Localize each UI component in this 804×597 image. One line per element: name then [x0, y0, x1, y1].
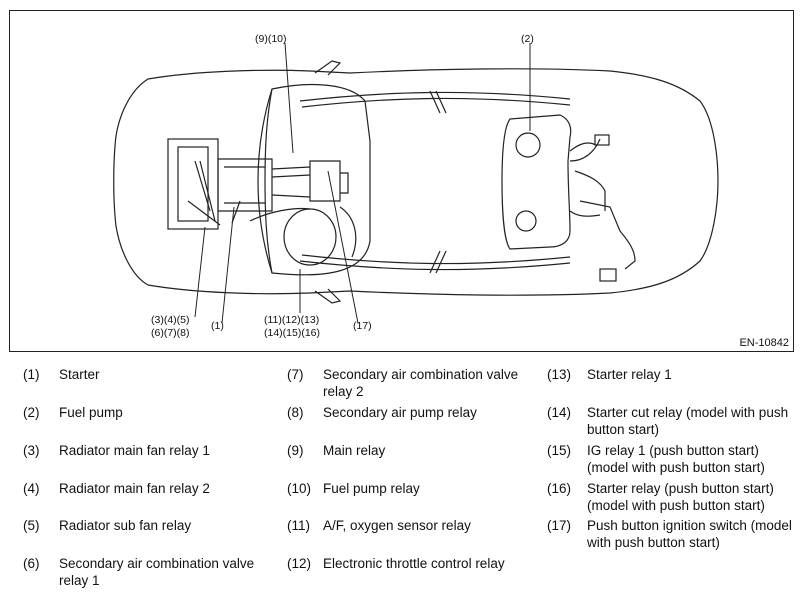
legend-text: Starter: [59, 367, 100, 382]
callout-1: (1): [211, 320, 224, 332]
legend-text: Starter cut relay (model with push butto…: [587, 405, 789, 437]
legend-num: (5): [23, 518, 40, 533]
windshield: [264, 88, 273, 274]
legend-num: (7): [287, 367, 304, 382]
legend-num: (4): [23, 481, 40, 496]
figure-id: EN-10842: [739, 337, 789, 349]
steering-wheel: [283, 208, 337, 266]
legend-text: Starter relay (push button start) (model…: [587, 481, 774, 513]
relay-box: [309, 160, 341, 202]
legend-num: (3): [23, 443, 40, 458]
legend-num: (13): [547, 367, 572, 382]
legend-text: IG relay 1 (push button start) (model wi…: [587, 443, 765, 475]
engine-block: [167, 138, 219, 230]
legend-text: Push button ignition switch (model with …: [587, 518, 792, 550]
legend-num: (2): [23, 405, 40, 420]
callout-14-15-16: (14)(15)(16): [264, 327, 321, 339]
leader-lines: [194, 42, 531, 324]
legend-text: A/F, oxygen sensor relay: [323, 518, 471, 533]
callout-9-10: (9)(10): [255, 33, 287, 45]
legend-text: Starter relay 1: [587, 367, 672, 382]
legend-text: Secondary air combination valve relay 2: [323, 367, 519, 399]
legend-num: (14): [547, 405, 572, 420]
legend-num: (12): [287, 556, 312, 571]
legend-num: (1): [23, 367, 40, 382]
callout-2: (2): [521, 33, 534, 45]
rear-harness: [569, 138, 636, 270]
callout-11-12-13: (11)(12)(13): [264, 314, 320, 326]
legend-num: (11): [287, 518, 311, 533]
legend-num: (6): [23, 556, 40, 571]
legend-text: Secondary air pump relay: [323, 405, 477, 420]
vehicle-top-view: [113, 42, 719, 324]
right-mirror: [314, 288, 342, 304]
car-body-outline: [113, 68, 719, 296]
legend-text: Main relay: [323, 443, 386, 458]
legend: (1) Starter (2) Fuel pump (3) Radiator m…: [0, 366, 804, 597]
callout-17: (17): [353, 320, 372, 332]
location-diagram: (9)(10) (2) (3)(4)(5) (6)(7)(8) (1) (11)…: [9, 10, 794, 352]
legend-num: (10): [287, 481, 312, 496]
legend-text: Electronic throttle control relay: [323, 556, 505, 571]
cabin-outline: [257, 83, 371, 276]
legend-text: Radiator main fan relay 1: [59, 443, 210, 458]
callout-6-7-8: (6)(7)(8): [151, 327, 190, 339]
legend-num: (9): [287, 443, 304, 458]
legend-text: Fuel pump relay: [323, 481, 420, 496]
fuel-tank: [501, 114, 572, 250]
legend-text: Fuel pump: [59, 405, 123, 420]
fuel-pump-unit: [515, 132, 541, 158]
legend-text: Radiator main fan relay 2: [59, 481, 210, 496]
legend-num: (8): [287, 405, 304, 420]
legend-text: Secondary air combination valve relay 1: [59, 556, 255, 588]
legend-num: (16): [547, 481, 572, 496]
left-mirror: [314, 60, 342, 76]
legend-text: Radiator sub fan relay: [59, 518, 192, 533]
legend-num: (15): [547, 443, 572, 458]
legend-num: (17): [547, 518, 572, 533]
callout-3-4-5: (3)(4)(5): [151, 314, 190, 326]
